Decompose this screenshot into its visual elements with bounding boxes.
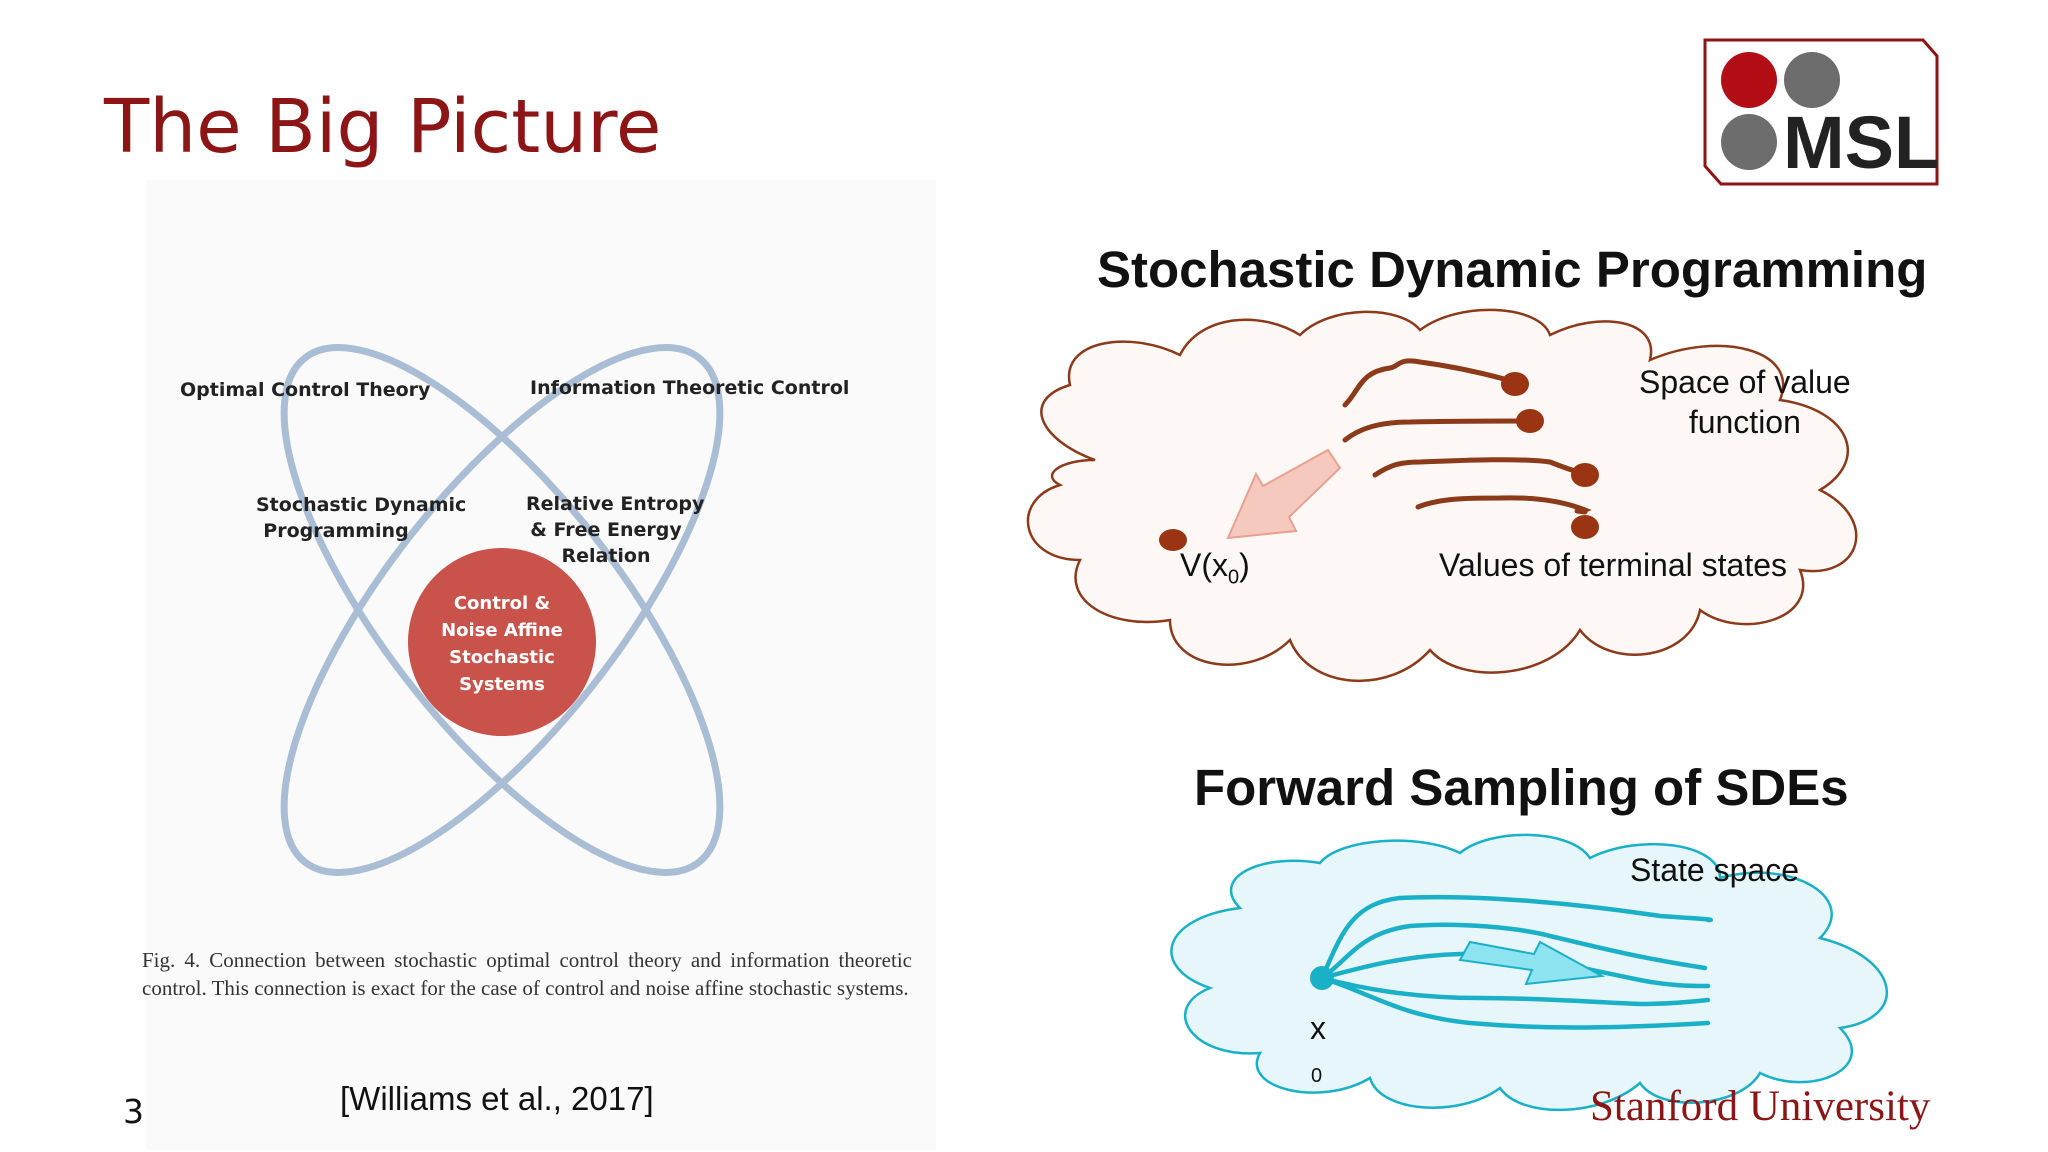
optimal-control-label: Optimal Control Theory bbox=[180, 379, 431, 401]
entropy-line1: Relative Entropy bbox=[526, 493, 705, 515]
msl-logo: MSL bbox=[1703, 38, 1939, 186]
citation: [Williams et al., 2017] bbox=[340, 1080, 654, 1117]
entropy-line2: & Free Energy bbox=[530, 519, 682, 541]
sample-path-5 bbox=[1319, 975, 1711, 1030]
initial-state-dot bbox=[1159, 529, 1187, 551]
center-line2: Noise Affine bbox=[441, 620, 563, 641]
state-space-cloud bbox=[1170, 833, 1888, 1112]
center-label: Control & Noise Affine Stochastic System… bbox=[422, 590, 582, 698]
figure-caption: Fig. 4. Connection between stochastic op… bbox=[142, 948, 912, 1000]
figure-panel: Optimal Control Theory Information Theor… bbox=[146, 180, 936, 1150]
terminal-state-4 bbox=[1571, 515, 1599, 539]
sample-path-4 bbox=[1319, 975, 1711, 1007]
sdp-label-line2: Programming bbox=[263, 520, 409, 542]
info-theoretic-ellipse bbox=[280, 344, 724, 876]
center-line4: Systems bbox=[459, 674, 545, 695]
backward-arrow bbox=[1226, 448, 1342, 540]
center-circle bbox=[408, 548, 596, 736]
sample-path-1 bbox=[1319, 894, 1713, 981]
x0-subscript: 0 bbox=[1311, 1065, 1323, 1087]
space-label-line2: function bbox=[1688, 404, 1801, 440]
forward-arrow bbox=[1458, 940, 1606, 986]
trajectory-2 bbox=[1342, 418, 1531, 443]
trajectory-1 bbox=[1342, 358, 1518, 408]
value-label: V(x bbox=[1180, 547, 1228, 583]
value-x0-label: V(x0) bbox=[1180, 545, 1250, 597]
terminal-state-3 bbox=[1571, 463, 1599, 487]
value-function-cloud bbox=[1026, 308, 1858, 682]
slide-title: The Big Picture bbox=[104, 84, 662, 170]
center-line1: Control & bbox=[453, 593, 551, 614]
trajectory-3 bbox=[1372, 457, 1588, 478]
x0-dot bbox=[1310, 966, 1334, 990]
cloud-outline bbox=[1026, 308, 1858, 682]
entropy-line3: Relation bbox=[561, 545, 651, 567]
space-label-line1: Space of value bbox=[1639, 364, 1851, 400]
trajectory-4 bbox=[1415, 495, 1592, 515]
sdp-label-line1: Stochastic Dynamic bbox=[256, 494, 467, 516]
state-space-label: State space bbox=[1630, 852, 1799, 888]
state-cloud-outline bbox=[1170, 833, 1888, 1112]
optimal-control-ellipse bbox=[280, 344, 724, 876]
center-line3: Stochastic bbox=[449, 647, 555, 668]
terminal-states-label: Values of terminal states bbox=[1439, 547, 1788, 583]
x0-label: x bbox=[1310, 1010, 1326, 1046]
slide-number: 3 bbox=[123, 1092, 144, 1131]
space-of-value-label: Space of value function bbox=[1639, 362, 1851, 442]
terminal-state-2 bbox=[1516, 409, 1544, 433]
stanford-wordmark: Stanford University bbox=[1590, 1083, 1931, 1130]
sde-heading: Forward Sampling of SDEs bbox=[1194, 759, 1849, 816]
venn-diagram bbox=[280, 344, 724, 876]
sdp-label: Stochastic Dynamic Programming bbox=[256, 492, 467, 544]
terminal-state-1 bbox=[1501, 372, 1529, 396]
sample-path-2 bbox=[1319, 922, 1708, 981]
value-close: ) bbox=[1239, 547, 1250, 583]
sdp-heading: Stochastic Dynamic Programming bbox=[1097, 241, 1928, 298]
info-theoretic-label: Information Theoretic Control bbox=[530, 377, 850, 399]
logo-text: MSL bbox=[1783, 101, 1939, 184]
entropy-label: Relative Entropy & Free Energy Relation bbox=[526, 491, 705, 569]
value-sub: 0 bbox=[1228, 566, 1240, 589]
